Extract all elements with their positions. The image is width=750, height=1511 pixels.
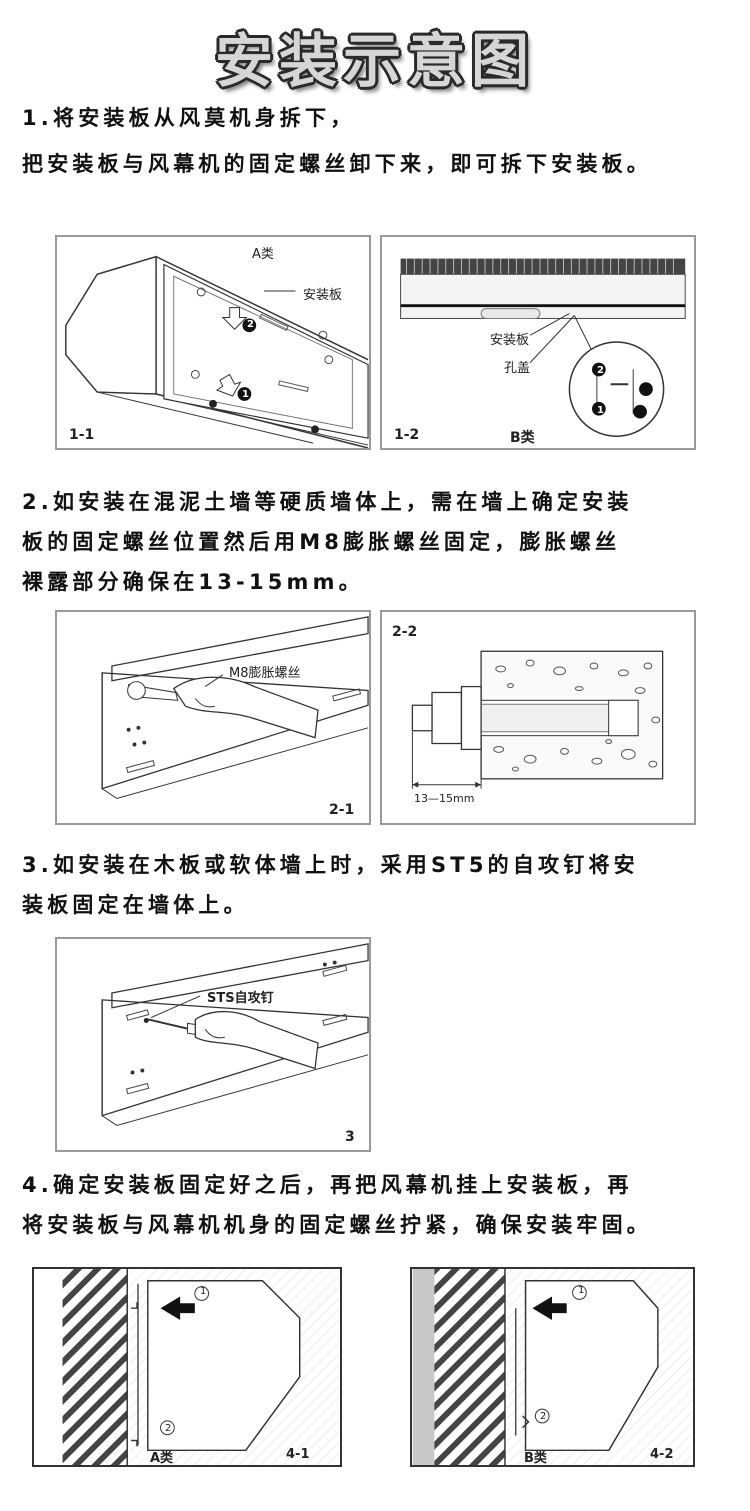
step-2-line-1: 2.如安装在混泥土墙等硬质墙体上，需在墙上确定安装 [22,490,633,514]
figure-4-1-type-label: A类 [150,1451,174,1466]
figure-3-drawing [101,943,369,1126]
figure-4-1-marker-1: 1 [200,1286,207,1297]
figure-2-2-drawing [411,650,664,789]
step-1-line-2: 把安装板与风幕机的固定螺丝卸下来，即可拆下安装板。 [22,152,652,176]
figure-2-2: 2-2 13—15mm [380,610,696,825]
figure-1-2: 安装板 孔盖 2 1 1-2 B类 [380,235,696,450]
figure-3-callout: STS自攻钉 [207,991,274,1006]
figure-4-1-id: 4-1 [286,1447,310,1462]
figure-1-1-callout: 安装板 [303,288,343,303]
figure-4-2-type-label: B类 [524,1451,547,1466]
step-1-line-1: 1.将安装板从风莫机身拆下， [22,106,356,130]
figure-4-2: 1 2 B类 4-2 [410,1267,695,1467]
figure-2-2-id: 2-2 [392,624,418,640]
figure-2-1-drawing [101,616,369,799]
step-4-line-1: 4.确定安装板固定好之后，再把风幕机挂上安装板，再 [22,1173,633,1197]
figure-1-2-callout-plate: 安装板 [490,333,530,348]
step-1-text: 1.将安装板从风莫机身拆下， 把安装板与风幕机的固定螺丝卸下来，即可拆下安装板。 [22,98,742,184]
figure-1-2-type-label: B类 [510,430,535,446]
figure-4-2-marker-2: 2 [540,1411,547,1422]
figure-3: STS自攻钉 3 [55,937,371,1152]
figure-1-2-marker-2: 2 [597,365,604,376]
figure-2-2-dimension: 13—15mm [414,792,475,805]
figure-1-2-marker-1: 1 [597,405,604,416]
figure-2-1-callout: M8膨胀螺丝 [229,666,301,681]
figure-1-2-drawing [400,258,686,437]
figure-2-1-id: 2-1 [329,802,355,818]
figure-3-id: 3 [345,1129,355,1145]
figure-4-2-drawing [412,1269,693,1465]
figure-1-1-marker-1: 1 [242,389,249,400]
step-3-line-2: 装板固定在墙体上。 [22,893,249,917]
figure-2-1: M8膨胀螺丝 2-1 [55,610,371,825]
figure-4-2-id: 4-2 [650,1447,674,1462]
figure-4-1: 1 2 A类 4-1 [32,1267,342,1467]
figure-4-2-marker-1: 1 [578,1285,585,1296]
step-2-text: 2.如安装在混泥土墙等硬质墙体上，需在墙上确定安装 板的固定螺丝位置然后用M8膨… [22,482,742,602]
step-2-line-3: 裸露部分确保在13-15mm。 [22,570,364,594]
figure-1-1-type-label: A类 [252,247,274,262]
step-4-text: 4.确定安装板固定好之后，再把风幕机挂上安装板，再 将安装板与风幕机机身的固定螺… [22,1165,742,1245]
step-3-text: 3.如安装在木板或软体墙上时，采用ST5的自攻钉将安 装板固定在墙体上。 [22,845,742,925]
figure-1-1-drawing [65,255,369,448]
figure-1-2-id: 1-2 [394,427,420,443]
figure-1-1-id: 1-1 [69,427,95,443]
page-title: 安装示意图 [214,27,535,95]
step-4-line-2: 将安装板与风幕机机身的固定螺丝拧紧，确保安装牢固。 [22,1213,652,1237]
figure-1-1: A类 安装板 2 1 1-1 [55,235,371,450]
figure-4-1-marker-2: 2 [165,1423,172,1434]
step-2-line-2: 板的固定螺丝位置然后用M8膨胀螺丝固定，膨胀螺丝 [22,530,621,554]
figure-4-1-drawing [62,1269,339,1465]
figure-1-1-marker-2: 2 [247,319,254,330]
step-3-line-1: 3.如安装在木板或软体墙上时，采用ST5的自攻钉将安 [22,853,639,877]
figure-1-2-callout-cover: 孔盖 [504,361,531,376]
